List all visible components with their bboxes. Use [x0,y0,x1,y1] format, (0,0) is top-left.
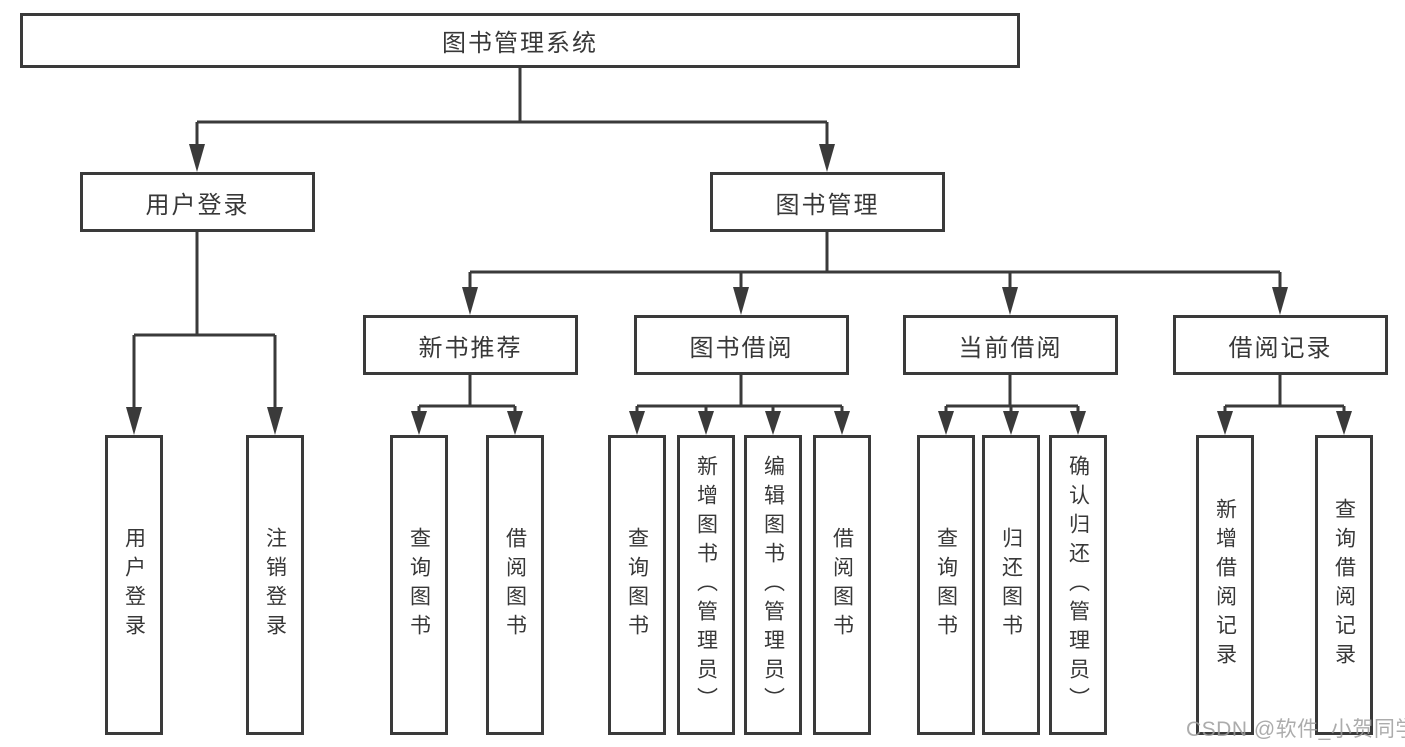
leaf-borrow-borrow-books: 借阅图书 [813,435,871,735]
leaf-borrow-query-books: 查询图书 [608,435,666,735]
leaf-records-query-borrow-record: 查询借阅记录 [1315,435,1373,735]
leaf-label: 查询借阅记录 [1332,498,1356,672]
node-book-borrow: 图书借阅 [634,315,849,375]
leaf-label: 借阅图书 [830,527,854,643]
leaf-borrow-edit-books-admin: 编辑图书（管理员） [744,435,802,735]
leaf-user-login: 用户登录 [105,435,163,735]
node-root-title: 图书管理系统 [20,13,1020,68]
leaf-label: 注销登录 [263,527,287,643]
leaf-label: 用户登录 [122,527,146,643]
csdn-watermark: CSDN @软件_小贺同学 [1186,718,1405,741]
leaf-label: 新增借阅记录 [1213,498,1237,672]
node-current-borrow: 当前借阅 [903,315,1118,375]
node-borrow-records: 借阅记录 [1173,315,1388,375]
leaf-label: 查询图书 [625,527,649,643]
leaf-label: 查询图书 [407,527,431,643]
leaf-records-add-borrow-record: 新增借阅记录 [1196,435,1254,735]
node-user-login: 用户登录 [80,172,315,232]
leaf-logout-login: 注销登录 [246,435,304,735]
leaf-label: 新增图书（管理员） [694,454,718,716]
arrowheads [126,144,1352,435]
leaf-label: 归还图书 [999,527,1023,643]
node-book-management: 图书管理 [710,172,945,232]
leaf-current-confirm-return-admin: 确认归还（管理员） [1049,435,1107,735]
leaf-label: 查询图书 [934,527,958,643]
leaf-newrec-borrow-books: 借阅图书 [486,435,544,735]
leaf-current-return-books: 归还图书 [982,435,1040,735]
leaf-label: 确认归还（管理员） [1066,454,1090,716]
node-new-book-recommend: 新书推荐 [363,315,578,375]
leaf-borrow-add-books-admin: 新增图书（管理员） [677,435,735,735]
leaf-label: 编辑图书（管理员） [761,454,785,716]
leaf-current-query-books: 查询图书 [917,435,975,735]
leaf-label: 借阅图书 [503,527,527,643]
leaf-newrec-query-books: 查询图书 [390,435,448,735]
